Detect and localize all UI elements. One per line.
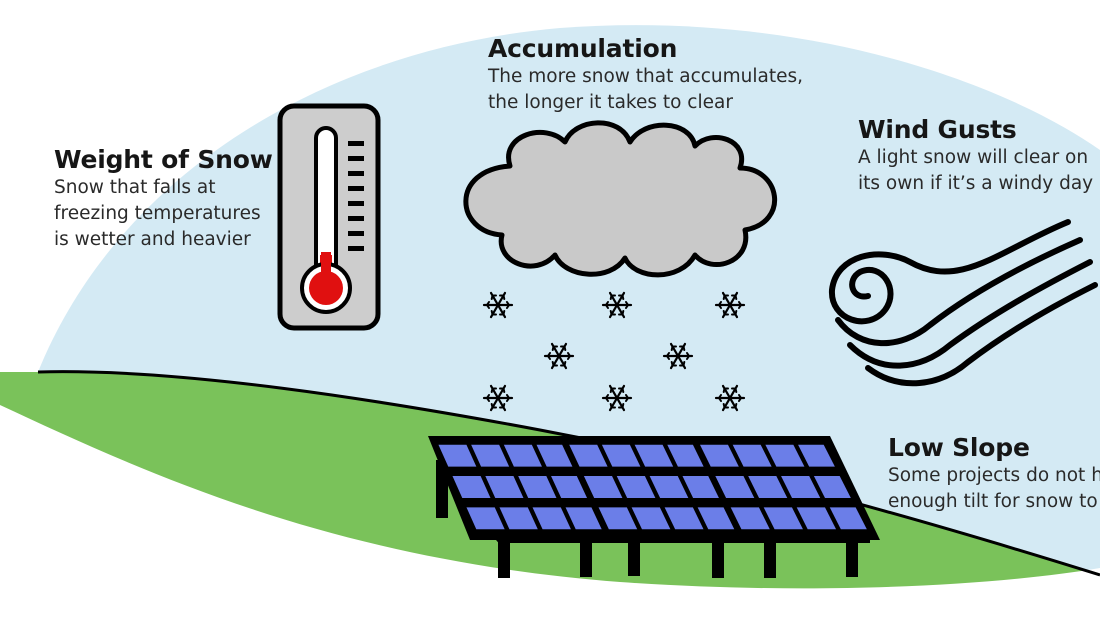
solar-cell [732,444,772,467]
solar-cell [499,507,538,530]
solar-cell [781,476,821,498]
solar-cell [796,507,837,530]
description-line: its own if it’s a windy day [858,173,1094,194]
solar-cell [697,507,735,530]
solar-cell [763,507,803,530]
solar-cell [748,476,788,498]
solar-cell [551,476,588,498]
solar-cell [699,444,739,467]
solar-cell [616,476,656,498]
factor-description: Snow that falls at freezing temperatures… [54,175,273,253]
factor-title: Wind Gusts [858,115,1017,144]
description-line: freezing temperatures [54,203,261,224]
solar-cell [569,444,608,467]
description-line: Some projects do not have [888,465,1100,486]
factor-weight: Weight of Snow Snow that falls at freezi… [54,145,273,253]
factor-title: Low Slope [888,433,1030,462]
solar-cell [715,476,755,498]
description-line: The more snow that accumulates, [488,66,804,87]
solar-cell [565,507,602,530]
description-line: Snow that falls at [54,177,216,198]
solar-cell [813,476,851,498]
description-line: A light snow will clear on [858,147,1089,168]
solar-cell [682,476,719,498]
description-line: enough tilt for snow to slide [888,491,1100,512]
factor-description: A light snow will clear on its own if it… [858,145,1093,197]
description-line: is wetter and heavier [54,229,251,250]
factor-title: Weight of Snow [54,145,273,174]
solar-panel-icon [428,436,880,578]
foreground-white [0,405,1100,618]
solar-cell [518,476,557,498]
solar-cell [798,444,835,467]
factor-wind: Wind Gusts A light snow will clear on it… [858,115,1093,197]
factor-description: The more snow that accumulates, the long… [488,64,803,116]
solar-cell [536,444,573,467]
solar-cell [438,444,477,467]
solar-cell [601,444,641,467]
solar-cell [466,507,505,530]
wind-icon [829,219,1098,387]
solar-cell [598,507,638,530]
factor-description: Some projects do not have enough tilt fo… [888,463,1100,515]
solar-cell [765,444,805,467]
snow-cloud-icon [463,120,777,278]
solar-cell [829,507,867,530]
solar-cell [583,476,623,498]
solar-cell [503,444,542,467]
description-line: the longer it takes to clear [488,92,733,113]
factor-slope: Low Slope Some projects do not have enou… [888,433,1100,515]
solar-cell [471,444,510,467]
solar-cell [532,507,571,530]
thermometer-icon [277,103,381,331]
factor-accumulation: Accumulation The more snow that accumula… [488,34,803,116]
solar-cell [664,507,704,530]
solar-cell [631,507,671,530]
solar-cell [649,476,689,498]
solar-cell [485,476,524,498]
factor-title: Accumulation [488,34,678,63]
solar-cell [730,507,770,530]
solar-cell [667,444,704,467]
solar-cell [452,476,491,498]
solar-cell [634,444,674,467]
